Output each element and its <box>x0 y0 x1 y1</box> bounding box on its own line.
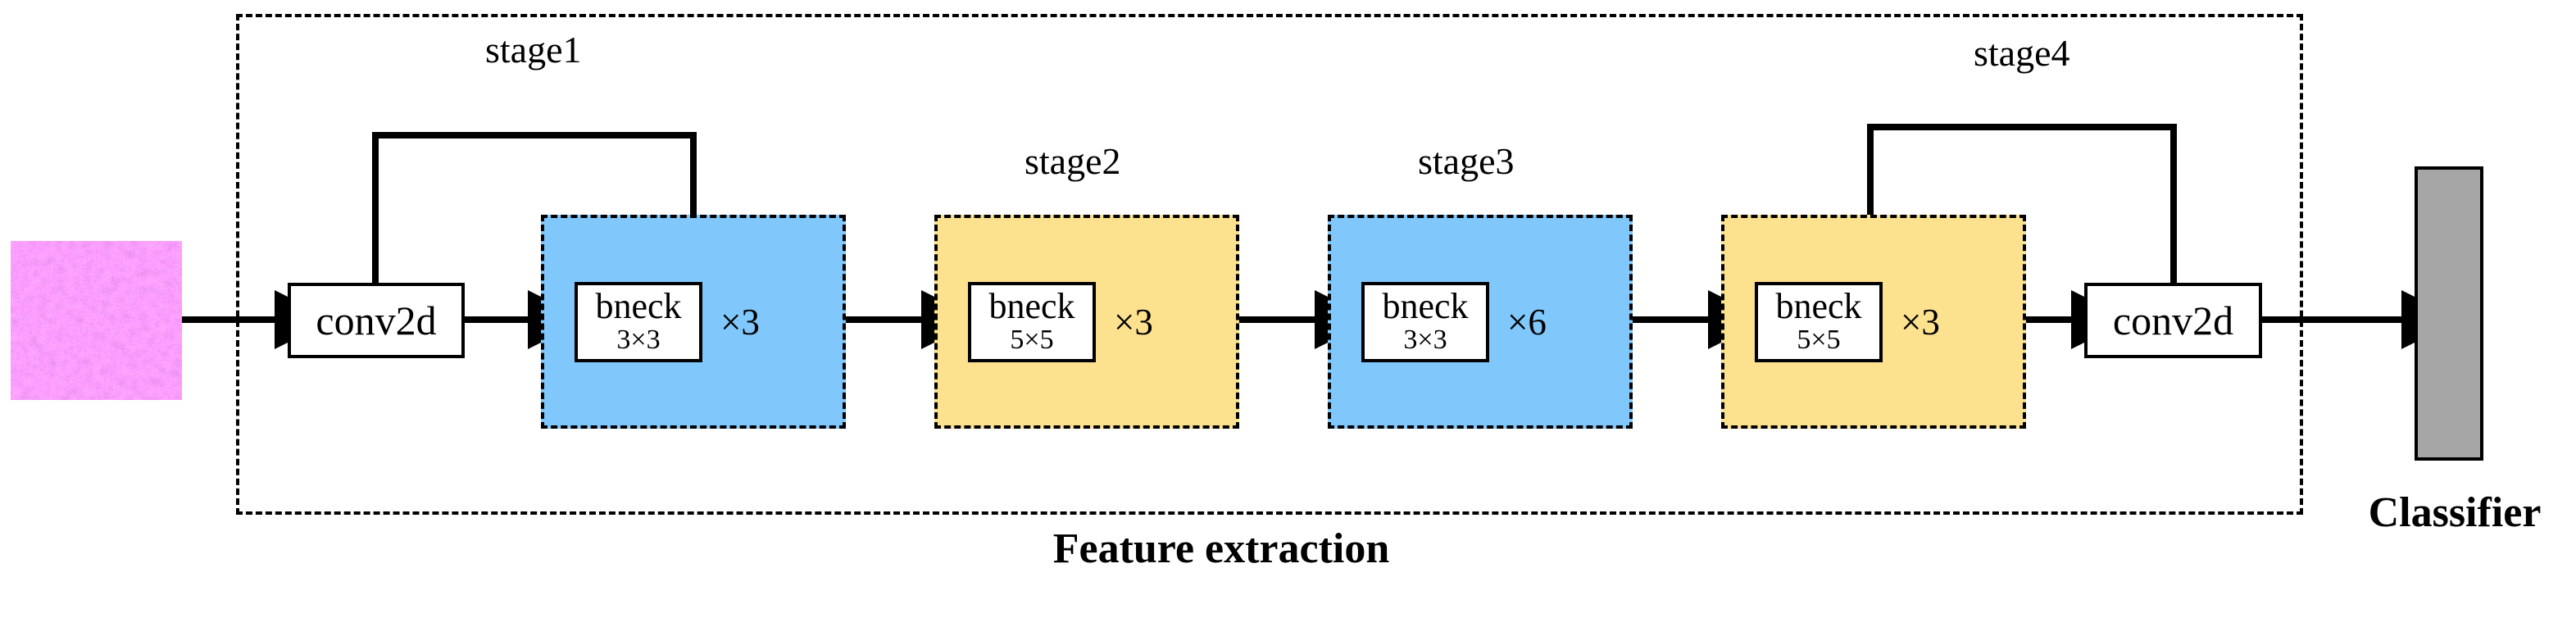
stage4-bneck-box: bneck 5×5 <box>1755 281 1883 362</box>
stage2-bneck-title: bneck <box>988 286 1075 327</box>
stage1-bneck-box: bneck 3×3 <box>575 281 702 362</box>
stage2-repeat-count: ×3 <box>1114 301 1153 343</box>
stage4-block[interactable]: bneck 5×5 ×3 <box>1721 215 2026 429</box>
classifier-bar[interactable] <box>2415 166 2483 461</box>
stage1-block[interactable]: bneck 3×3 ×3 <box>541 215 846 429</box>
stage2-bneck-kernel: 5×5 <box>1010 325 1054 356</box>
stage3-bneck-title: bneck <box>1382 286 1469 327</box>
feature-extraction-region <box>236 14 2303 515</box>
stage2-label: stage2 <box>1024 140 1121 182</box>
stage2-block[interactable]: bneck 5×5 ×3 <box>934 215 1239 429</box>
classifier-caption: Classifier <box>2368 489 2542 536</box>
feature-extraction-caption: Feature extraction <box>1052 525 1390 572</box>
stage1-bneck-kernel: 3×3 <box>616 325 661 356</box>
stage3-repeat-count: ×6 <box>1507 301 1547 343</box>
stage3-block[interactable]: bneck 3×3 ×6 <box>1328 215 1633 429</box>
stage1-repeat-count: ×3 <box>720 301 760 343</box>
conv2d-input-block[interactable]: conv2d <box>288 283 465 358</box>
stage3-bneck-box: bneck 3×3 <box>1361 281 1489 362</box>
histology-image-graphic <box>11 241 182 400</box>
stage4-bneck-kernel: 5×5 <box>1797 325 1841 356</box>
conv2d-input-label: conv2d <box>316 298 437 343</box>
stage1-label: stage1 <box>485 29 582 70</box>
stage3-bneck-kernel: 3×3 <box>1403 325 1447 356</box>
stage4-bneck-title: bneck <box>1775 286 1862 327</box>
stage1-bneck-title: bneck <box>595 286 682 327</box>
stage2-bneck-box: bneck 5×5 <box>968 281 1096 362</box>
conv2d-output-label: conv2d <box>2112 298 2234 343</box>
stage4-repeat-count: ×3 <box>1901 301 1940 343</box>
histology-image <box>11 241 182 400</box>
conv2d-output-block[interactable]: conv2d <box>2084 283 2262 358</box>
stage3-label: stage3 <box>1418 140 1515 182</box>
stage4-label: stage4 <box>1974 32 2070 74</box>
